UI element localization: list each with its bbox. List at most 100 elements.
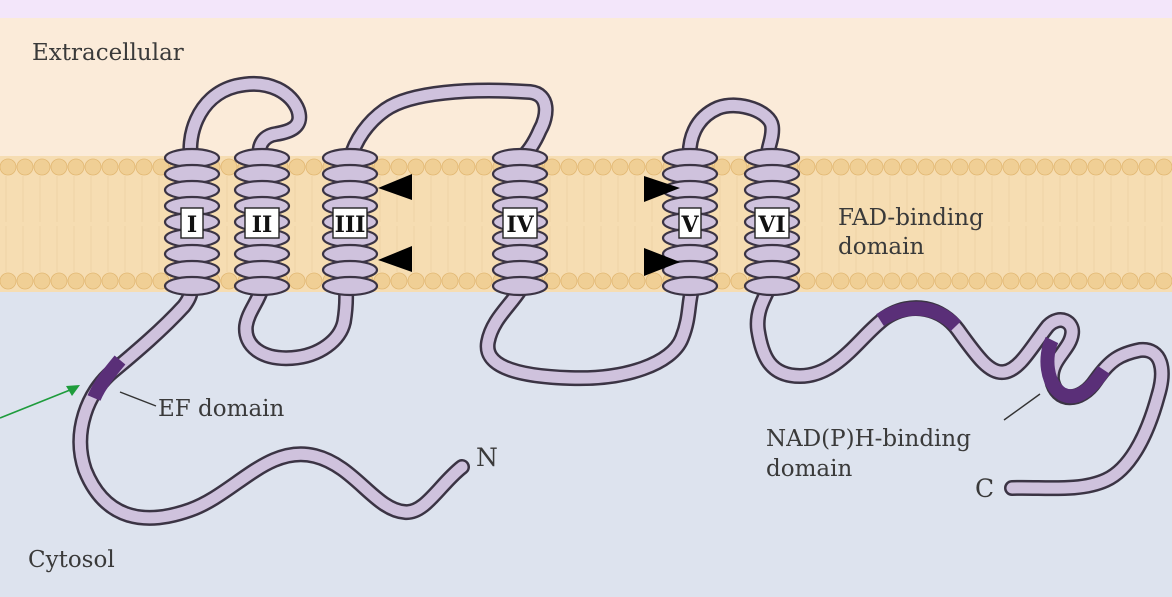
lipid-head bbox=[646, 159, 662, 175]
lipid-head bbox=[986, 159, 1002, 175]
lipid-head bbox=[799, 273, 815, 289]
lipid-head bbox=[612, 159, 628, 175]
lipid-head bbox=[51, 159, 67, 175]
lipid-head bbox=[0, 159, 16, 175]
lipid-head bbox=[1003, 159, 1019, 175]
lipid-head bbox=[34, 273, 50, 289]
lipid-head bbox=[289, 273, 305, 289]
fad-binding-label-line2: domain bbox=[838, 234, 924, 260]
helix-turn bbox=[235, 277, 289, 295]
lipid-head bbox=[425, 273, 441, 289]
lipid-head bbox=[442, 159, 458, 175]
lipid-head bbox=[901, 159, 917, 175]
lipid-head bbox=[612, 273, 628, 289]
lipid-head bbox=[884, 159, 900, 175]
helix-label: IV bbox=[506, 212, 534, 238]
helix-turn bbox=[493, 277, 547, 295]
lipid-head bbox=[1003, 273, 1019, 289]
lipid-head bbox=[1105, 159, 1121, 175]
lipid-head bbox=[918, 159, 934, 175]
nadph-binding-label-line1: NAD(P)H-binding bbox=[766, 426, 971, 452]
lipid-head bbox=[17, 273, 33, 289]
helix-label: V bbox=[680, 212, 699, 238]
n-terminus-label: N bbox=[476, 443, 498, 472]
lipid-head bbox=[34, 159, 50, 175]
lipid-head bbox=[816, 159, 832, 175]
lipid-head bbox=[867, 159, 883, 175]
lipid-head bbox=[578, 159, 594, 175]
lipid-head bbox=[136, 159, 152, 175]
lipid-head bbox=[561, 159, 577, 175]
lipid-head bbox=[442, 273, 458, 289]
ef-domain-label: EF domain bbox=[158, 396, 285, 422]
lipid-head bbox=[952, 159, 968, 175]
lipid-head bbox=[935, 159, 951, 175]
lipid-head bbox=[1156, 273, 1172, 289]
lipid-head bbox=[918, 273, 934, 289]
cytosol-region bbox=[0, 292, 1172, 597]
lipid-head bbox=[0, 273, 16, 289]
lipid-head bbox=[561, 273, 577, 289]
lipid-head bbox=[1020, 159, 1036, 175]
helix-label: II bbox=[252, 212, 273, 238]
lipid-head bbox=[1088, 273, 1104, 289]
lipid-head bbox=[867, 273, 883, 289]
lipid-head bbox=[1139, 159, 1155, 175]
lipid-head bbox=[1054, 273, 1070, 289]
lipid-head bbox=[1105, 273, 1121, 289]
lipid-head bbox=[986, 273, 1002, 289]
lipid-head bbox=[833, 273, 849, 289]
lipid-head bbox=[459, 159, 475, 175]
lipid-head bbox=[476, 159, 492, 175]
lipid-head bbox=[1088, 159, 1104, 175]
lipid-head bbox=[595, 273, 611, 289]
lipid-head bbox=[816, 273, 832, 289]
lipid-head bbox=[408, 273, 424, 289]
lipid-head bbox=[391, 159, 407, 175]
lipid-head bbox=[1139, 273, 1155, 289]
lipid-head bbox=[17, 159, 33, 175]
helix-turn bbox=[663, 277, 717, 295]
lipid-head bbox=[1054, 159, 1070, 175]
lipid-head bbox=[1037, 273, 1053, 289]
cytosol-label: Cytosol bbox=[28, 547, 115, 573]
lipid-head bbox=[969, 273, 985, 289]
lipid-head bbox=[799, 159, 815, 175]
lipid-head bbox=[68, 159, 84, 175]
lipid-head bbox=[901, 273, 917, 289]
lipid-head bbox=[1122, 273, 1138, 289]
lipid-head bbox=[1122, 159, 1138, 175]
lipid-head bbox=[68, 273, 84, 289]
helix-label: I bbox=[187, 212, 197, 238]
lipid-head bbox=[102, 273, 118, 289]
extracellular-region bbox=[0, 18, 1172, 156]
lipid-head bbox=[119, 159, 135, 175]
lipid-head bbox=[935, 273, 951, 289]
lipid-head bbox=[85, 159, 101, 175]
extracellular-label: Extracellular bbox=[32, 40, 184, 66]
lipid-head bbox=[391, 273, 407, 289]
helix-turn bbox=[165, 277, 219, 295]
lipid-head bbox=[850, 159, 866, 175]
lipid-head bbox=[1020, 273, 1036, 289]
lipid-head bbox=[646, 273, 662, 289]
nadph-binding-label-line2: domain bbox=[766, 456, 852, 482]
lipid-head bbox=[136, 273, 152, 289]
lipid-head bbox=[85, 273, 101, 289]
lipid-head bbox=[306, 159, 322, 175]
helix-label: VI bbox=[757, 212, 785, 238]
lipid-head bbox=[476, 273, 492, 289]
lipid-head bbox=[425, 159, 441, 175]
lipid-head bbox=[952, 273, 968, 289]
fad-binding-label-line1: FAD-binding bbox=[838, 205, 984, 231]
lipid-head bbox=[578, 273, 594, 289]
lipid-head bbox=[408, 159, 424, 175]
lipid-head bbox=[102, 159, 118, 175]
lipid-head bbox=[1071, 273, 1087, 289]
lipid-head bbox=[51, 273, 67, 289]
helix-turn bbox=[323, 277, 377, 295]
c-terminus-label: C bbox=[975, 474, 994, 503]
lipid-head bbox=[850, 273, 866, 289]
lipid-head bbox=[969, 159, 985, 175]
